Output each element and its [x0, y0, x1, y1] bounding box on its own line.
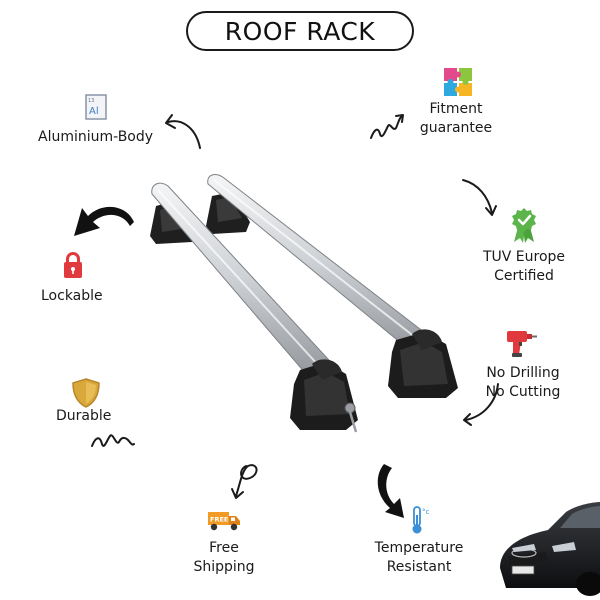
roof-rack	[150, 174, 458, 433]
thermometer-icon: °c	[409, 505, 433, 535]
page-title: ROOF RACK	[186, 11, 414, 51]
arrow-no-drilling	[463, 383, 499, 426]
feature-temperature-label: Temperature Resistant	[366, 539, 472, 577]
feature-temperature-line1: Temperature	[374, 540, 464, 556]
feature-shipping-line2: Shipping	[193, 559, 255, 575]
squiggle-fitment	[370, 114, 404, 139]
puzzle-icon	[443, 67, 473, 97]
arrow-temperature	[377, 464, 404, 518]
svg-text:Al: Al	[89, 106, 99, 117]
key	[344, 402, 358, 433]
feature-tuv-label: TUV Europe Certified	[476, 248, 572, 286]
feature-aluminium-label: Aluminium-Body	[38, 129, 154, 145]
svg-text:°c: °c	[422, 508, 430, 516]
feature-durable-label: Durable	[56, 408, 112, 424]
svg-text:FREE: FREE	[210, 516, 228, 524]
arrow-shipping	[231, 464, 258, 499]
feature-fitment-line2: guarantee	[419, 120, 493, 136]
drill-icon	[505, 328, 537, 358]
feature-tuv-line2: Certified	[494, 268, 554, 284]
arrow-aluminium	[165, 114, 201, 149]
feature-no-drilling-line2: No Cutting	[485, 384, 561, 400]
feature-tuv-line1: TUV Europe	[482, 249, 566, 265]
rack-bar	[151, 182, 341, 389]
shield-icon	[70, 377, 102, 409]
squiggle-durable	[91, 434, 135, 447]
aluminium-element-icon: 13 Al	[85, 94, 107, 120]
rack-foot	[206, 192, 250, 234]
feature-no-drilling-label: No Drilling No Cutting	[476, 364, 570, 402]
delivery-truck-icon: FREE	[207, 510, 241, 532]
feature-lockable-label: Lockable	[41, 288, 103, 304]
rack-foot	[290, 359, 358, 430]
certified-badge-icon	[510, 207, 538, 243]
feature-temperature-line2: Resistant	[386, 559, 452, 575]
feature-fitment-line1: Fitment	[429, 101, 483, 117]
arrow-lockable	[74, 206, 134, 236]
feature-shipping-line1: Free	[209, 540, 239, 556]
feature-fitment-label: Fitment guarantee	[412, 100, 500, 138]
padlock-icon	[63, 251, 83, 279]
svg-text:13: 13	[88, 98, 94, 104]
feature-no-drilling-line1: No Drilling	[486, 365, 560, 381]
arrow-tuv	[462, 179, 497, 216]
rack-foot	[388, 329, 458, 398]
rack-bar	[207, 174, 443, 363]
car-image	[500, 502, 600, 596]
feature-shipping-label: Free Shipping	[184, 539, 264, 577]
